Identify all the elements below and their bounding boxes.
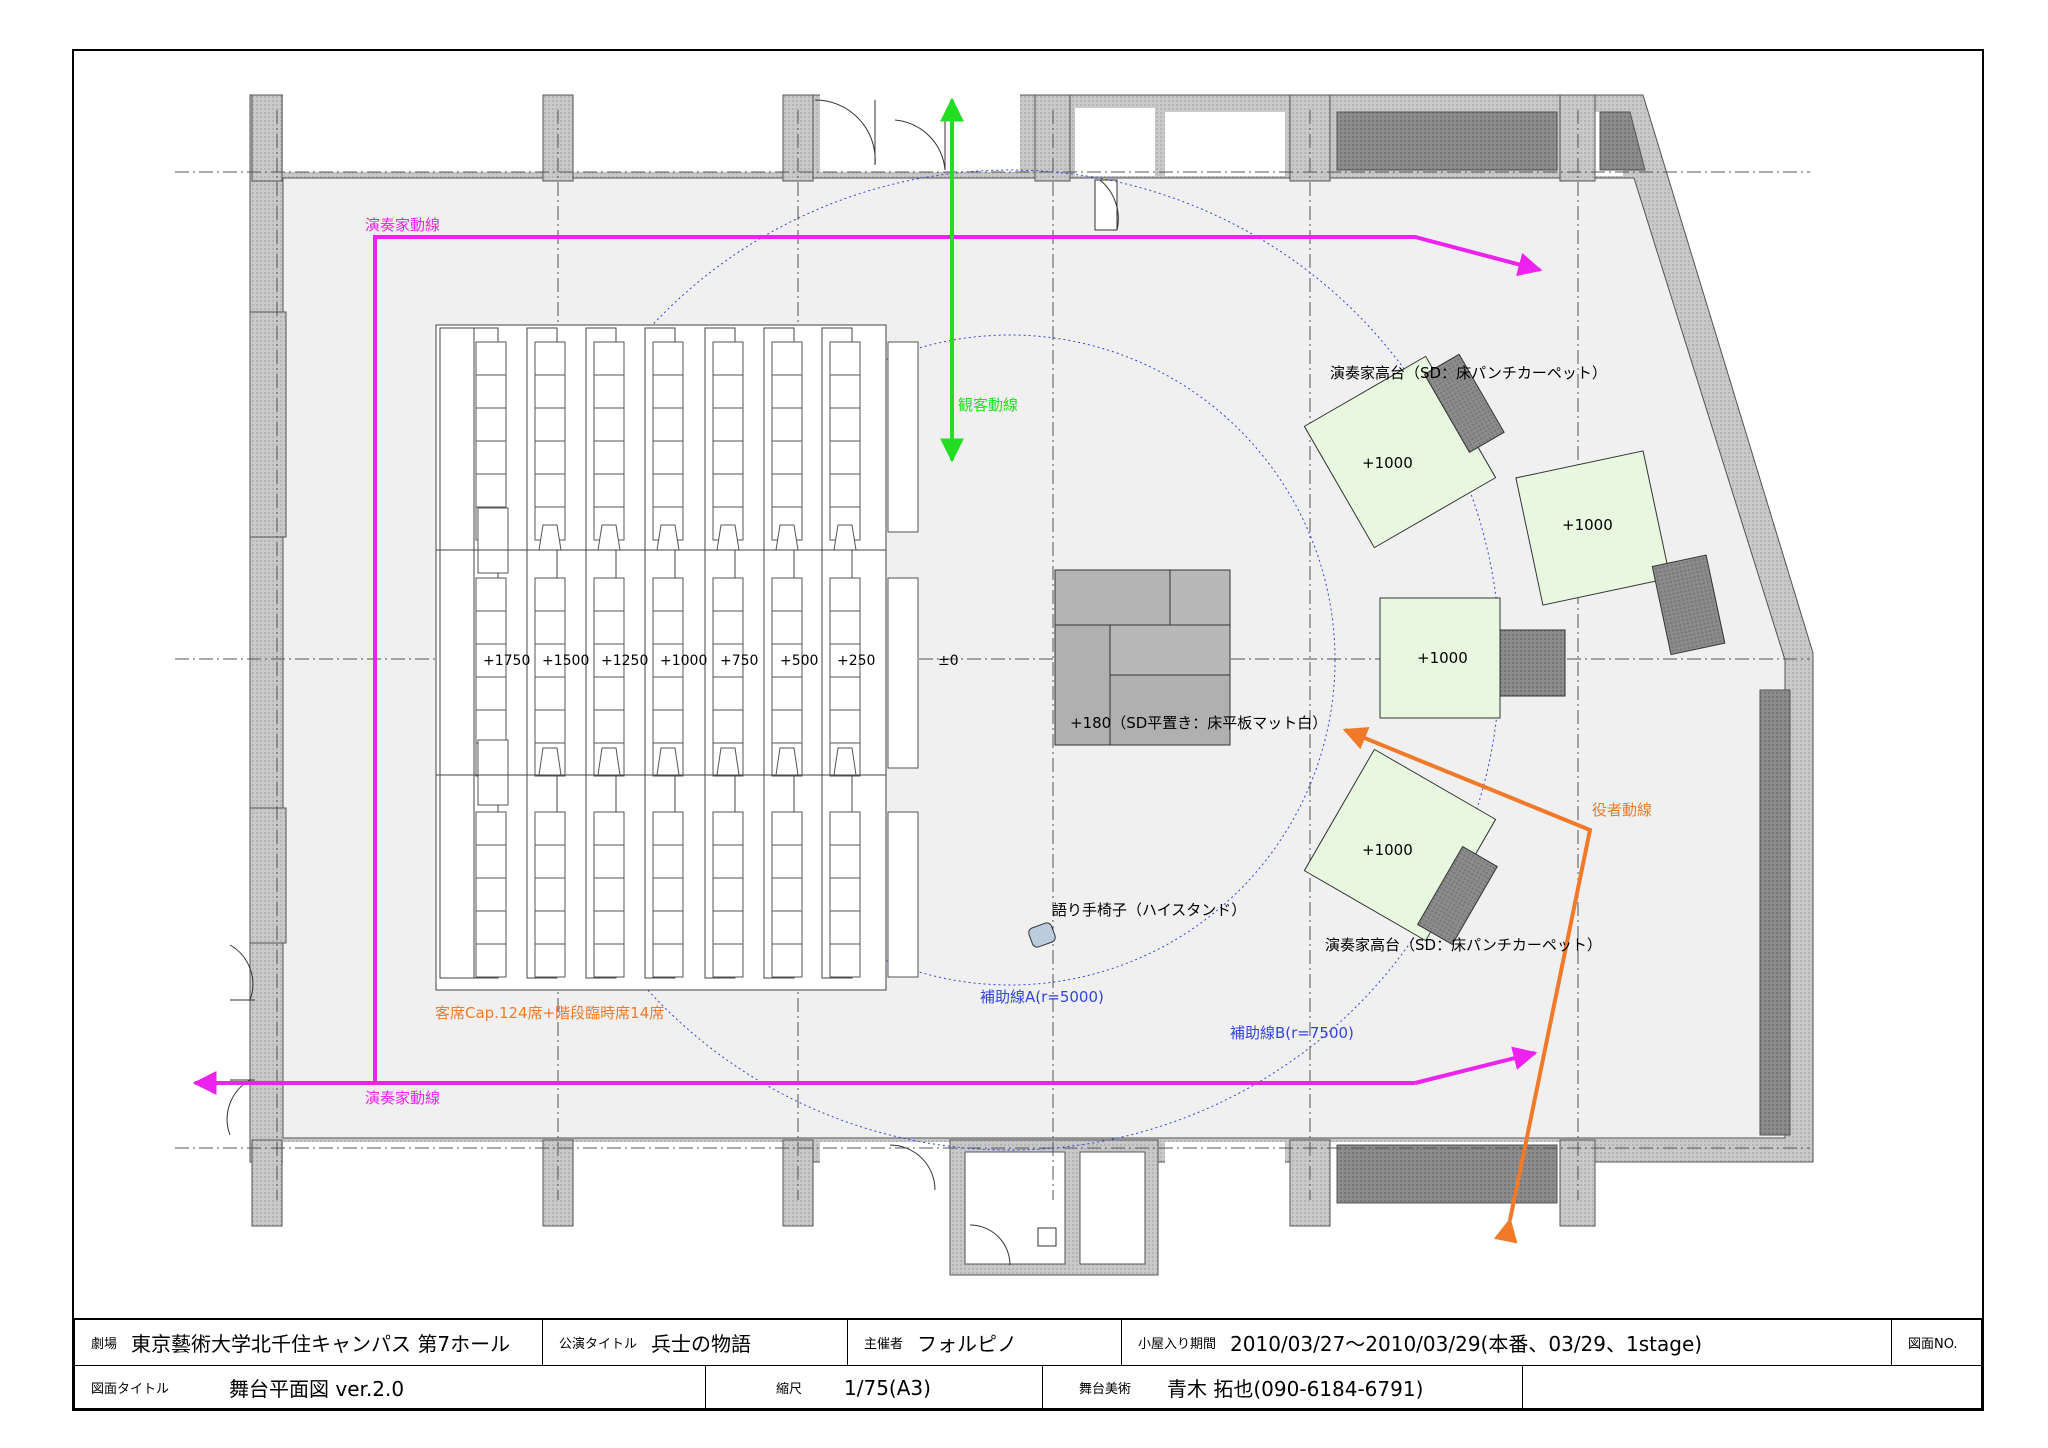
tier-level-3: +1250 [601, 653, 648, 669]
platform-top-caption: 演奏家高台（SD：床パンチカーペット） [1330, 364, 1607, 382]
tier-level-1: +1750 [483, 653, 530, 669]
tier-level-7: +250 [837, 653, 875, 669]
drawing-title-label: 図面タイトル [91, 1382, 170, 1397]
seating-caption: 客席Cap.124席+階段臨時席14席 [435, 1004, 664, 1022]
drawing-no-label: 図面NO. [1908, 1337, 1958, 1352]
drawing-title-value: 舞台平面図 ver.2.0 [229, 1377, 405, 1401]
tier-level-6: +500 [780, 653, 818, 669]
tier-level-2: +1500 [542, 653, 589, 669]
actor-route-label: 役者動線 [1592, 801, 1652, 819]
period-value: 2010/03/27～2010/03/29(本番、03/29、1stage) [1230, 1332, 1703, 1356]
show-label: 公演タイトル [559, 1337, 638, 1352]
drawing-frame [72, 49, 1984, 1411]
designer-label: 舞台美術 [1079, 1382, 1132, 1397]
period-cell: 小屋入り期間 2010/03/27～2010/03/29(本番、03/29、1s… [1122, 1320, 1892, 1365]
aux-line-a-label: 補助線A(r=5000) [980, 988, 1104, 1006]
blank-cell [1523, 1365, 1983, 1410]
actor-route [1342, 727, 1593, 1244]
organizer-cell: 主催者 フォルピノ [848, 1320, 1122, 1365]
venue-cell: 劇場 東京藝術大学北千住キャンパス 第7ホール [75, 1320, 543, 1365]
organizer-value: フォルピノ [917, 1332, 1018, 1356]
show-cell: 公演タイトル 兵士の物語 [543, 1320, 848, 1365]
drawing-title-cell: 図面タイトル 舞台平面図 ver.2.0 [75, 1365, 706, 1410]
organizer-label: 主催者 [864, 1337, 904, 1352]
aux-line-b-label: 補助線B(r=7500) [1230, 1024, 1354, 1042]
performer-route-bottom-label: 演奏家動線 [365, 1089, 440, 1107]
drawing-no-cell: 図面NO. [1892, 1320, 1983, 1365]
show-value: 兵士の物語 [651, 1332, 752, 1356]
venue-value: 東京藝術大学北千住キャンパス 第7ホール [131, 1332, 511, 1356]
center-stage [1054, 569, 1231, 746]
tier-level-5: +750 [720, 653, 758, 669]
designer-cell: 舞台美術 青木 拓也(090-6184-6791) [1043, 1365, 1523, 1410]
routes [192, 97, 1593, 1244]
scale-value: 1/75(A3) [844, 1375, 931, 1400]
narrator-chair [1028, 922, 1056, 948]
venue-label: 劇場 [91, 1337, 118, 1352]
period-label: 小屋入り期間 [1138, 1337, 1217, 1352]
performer-route-top [373, 235, 1543, 1083]
narrator-chair-label: 語り手椅子（ハイスタンド） [1052, 901, 1246, 919]
title-block: 劇場 東京藝術大学北千住キャンパス 第7ホール 公演タイトル 兵士の物語 主催者… [73, 1318, 1983, 1410]
audience-route-label: 観客動線 [958, 396, 1018, 414]
platform-level-2: +1000 [1562, 516, 1613, 534]
designer-value: 青木 拓也(090-6184-6791) [1167, 1377, 1424, 1401]
scale-label: 縮尺 [776, 1382, 803, 1397]
scale-cell: 縮尺 1/75(A3) [706, 1365, 1043, 1410]
zero-level-label: ±0 [938, 653, 959, 669]
platform-level-1: +1000 [1362, 454, 1413, 472]
platform-bottom-caption: 演奏家高台（SD：床パンチカーペット） [1325, 936, 1602, 954]
tier-level-4: +1000 [660, 653, 707, 669]
platform-level-3: +1000 [1417, 649, 1468, 667]
performer-route-top-label: 演奏家動線 [365, 216, 440, 234]
seating-block [435, 324, 919, 991]
center-stage-label: +180（SD平置き：床平板マット白） [1070, 714, 1327, 732]
platform-level-4: +1000 [1362, 841, 1413, 859]
